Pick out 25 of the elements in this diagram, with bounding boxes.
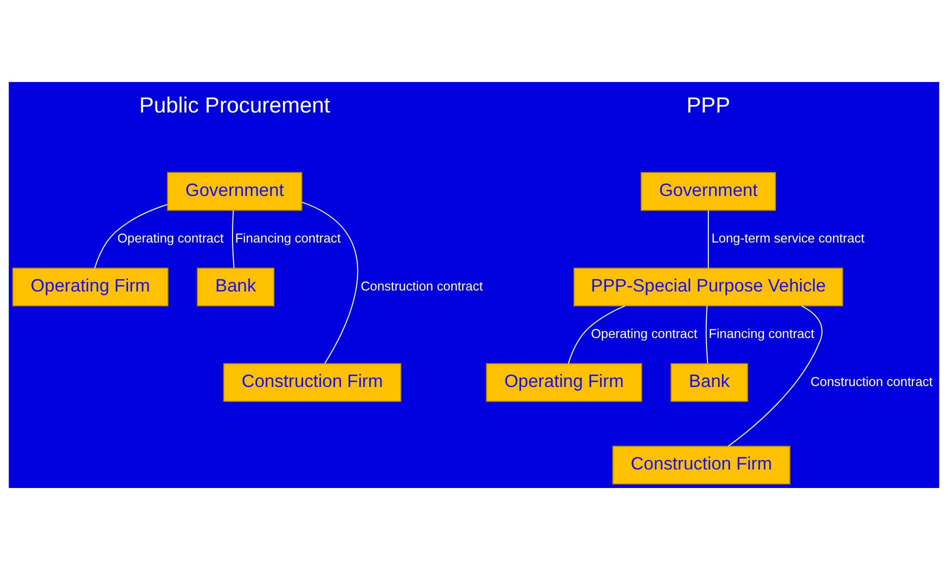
edge-label: Long-term service contract <box>711 230 864 246</box>
connector <box>301 202 358 364</box>
edge-label: Financing contract <box>235 230 341 246</box>
connector <box>728 305 822 447</box>
node-box: Operating Firm <box>486 363 642 402</box>
connector <box>232 210 235 268</box>
node-box: Government <box>167 172 302 211</box>
edge-label: Construction contract <box>360 278 483 294</box>
label: Public Procurement <box>139 92 330 118</box>
node-box: Construction Firm <box>612 446 790 485</box>
edge-label: Financing contract <box>708 326 814 342</box>
connector <box>706 305 708 364</box>
connector <box>708 210 709 269</box>
connector <box>94 204 168 269</box>
node-box: Government <box>640 172 776 211</box>
edge-label: Operating contract <box>117 230 224 246</box>
connector <box>568 305 626 364</box>
edge-label: Construction contract <box>810 374 933 389</box>
node-box: Construction Firm <box>223 363 402 402</box>
node-box: PPP-Special Purpose Vehicle <box>574 268 844 306</box>
label: PPP <box>686 92 730 118</box>
edge-label: Operating contract <box>591 326 698 342</box>
node-box: Bank <box>196 268 274 306</box>
node-box: Operating Firm <box>12 268 168 306</box>
node-box: Bank <box>670 363 748 402</box>
